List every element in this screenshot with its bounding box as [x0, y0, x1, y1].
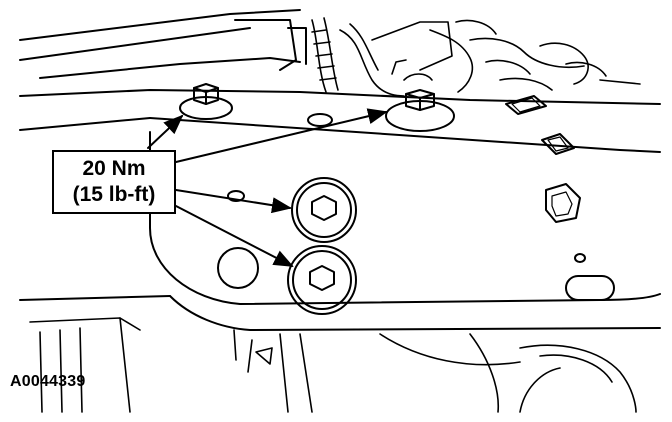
torque-metric: 20 Nm: [82, 157, 146, 180]
crossmember: [19, 89, 661, 331]
upper-body-lines: [19, 9, 307, 79]
cage-nut-middle: [541, 133, 575, 155]
face-bolt-lower: [287, 245, 357, 315]
top-hole: [307, 113, 333, 127]
arrow-to-top-bolt-center: [175, 108, 388, 163]
cage-nut-upper: [505, 95, 547, 115]
face-bolt-upper: [291, 177, 357, 243]
top-bolt-left: [179, 83, 233, 120]
arrow-to-face-bolt-upper: [175, 189, 292, 214]
cage-nut-lower: [545, 183, 581, 223]
leader-arrows: [147, 108, 388, 267]
torque-imperial: (15 lb-ft): [72, 183, 156, 206]
face-holes: [217, 190, 615, 301]
torque-callout: 20 Nm (15 lb-ft): [52, 150, 176, 214]
wiring-harness: [311, 17, 641, 97]
arrow-to-top-bolt-left: [147, 114, 184, 149]
figure-id: A0044339: [10, 373, 86, 390]
arrow-to-face-bolt-lower: [175, 205, 294, 267]
lower-structure: [29, 317, 637, 413]
